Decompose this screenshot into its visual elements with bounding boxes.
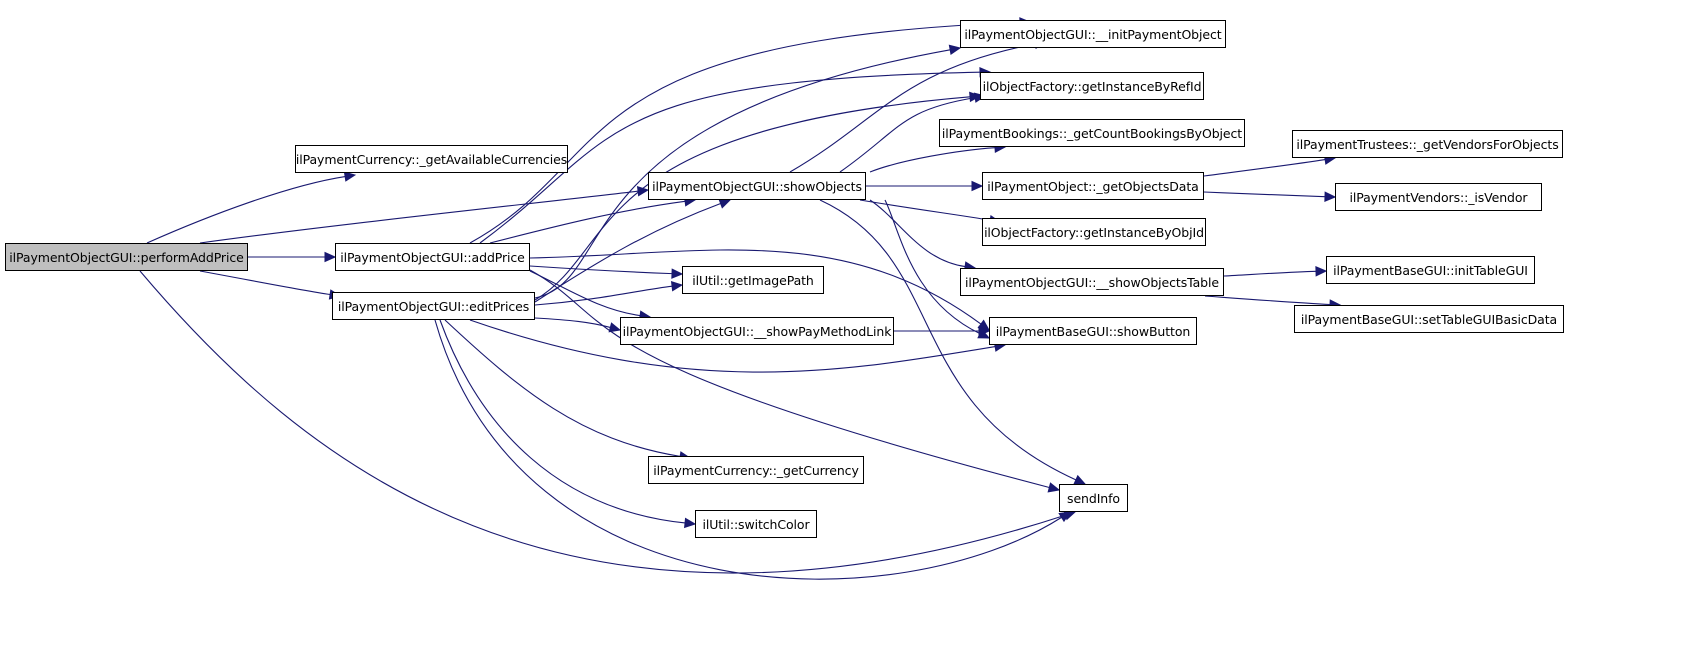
edge-performAddPrice-to-sendInfo [139, 270, 1066, 574]
node-send-info[interactable]: sendInfo [1059, 484, 1128, 512]
node-init-payment-object[interactable]: ilPaymentObjectGUI::__initPaymentObject [960, 20, 1226, 48]
node-perform-add-price: ilPaymentObjectGUI::performAddPrice [5, 243, 248, 271]
arrowhead-icon [1073, 474, 1087, 485]
node-show-button[interactable]: ilPaymentBaseGUI::showButton [989, 317, 1197, 345]
edge-showObjects-to-sendInfo [819, 199, 1077, 481]
edge-performAddPrice-to-editPrices [199, 270, 331, 296]
node-show-objects[interactable]: ilPaymentObjectGUI::showObjects [648, 172, 866, 200]
edge-performAddPrice-to-getAvailableCurrencies [146, 175, 346, 244]
arrowhead-icon [671, 268, 684, 279]
edge-showObjects-to-getInstanceByRefId [839, 97, 976, 173]
edge-addPrice-to-getInstanceByRefId [479, 71, 981, 244]
node-get-instance-by-ref-id[interactable]: ilObjectFactory::getInstanceByRefId [980, 72, 1204, 100]
edge-editPrices-to-showPayMethodLink [534, 317, 611, 328]
arrowhead-icon [948, 44, 962, 56]
edge-showObjectsTable-to-initTableGUI [1223, 270, 1317, 277]
node-get-count-bookings-by-object[interactable]: ilPaymentBookings::_getCountBookingsByOb… [939, 119, 1245, 147]
edge-addPrice-to-initPaymentObject [469, 21, 1021, 244]
node-show-pay-method-link[interactable]: ilPaymentObjectGUI::__showPayMethodLink [620, 317, 894, 345]
arrowhead-icon [343, 171, 357, 182]
edge-showObjects-to-initPaymentObject [789, 43, 1036, 173]
edge-showObjects-to-getCountBookingsByObject [869, 147, 996, 173]
edge-editPrices-to-getCurrency [444, 319, 681, 457]
arrowhead-icon [1324, 191, 1337, 202]
arrowhead-icon [718, 198, 732, 209]
node-get-image-path[interactable]: ilUtil::getImagePath [682, 266, 824, 294]
node-is-vendor[interactable]: ilPaymentVendors::_isVendor [1335, 183, 1542, 211]
arrowhead-icon [670, 281, 684, 292]
edge-addPrice-to-showButton [529, 249, 982, 325]
node-show-objects-table[interactable]: ilPaymentObjectGUI::__showObjectsTable [960, 268, 1224, 296]
node-set-table-gui-basic-data[interactable]: ilPaymentBaseGUI::setTableGUIBasicData [1294, 305, 1564, 333]
edge-performAddPrice-to-showObjects [199, 190, 639, 244]
edge-editPrices-to-sendInfo [434, 319, 1062, 580]
edge-editPrices-to-switchColor [439, 319, 686, 524]
arrowhead-icon [971, 180, 984, 192]
edge-getObjectsData-to-isVendor [1203, 191, 1326, 198]
arrowhead-icon [1047, 482, 1061, 493]
node-get-available-currencies[interactable]: ilPaymentCurrency::_getAvailableCurrenci… [295, 145, 568, 173]
edge-showObjects-to-getInstanceByObjId [859, 199, 991, 221]
node-edit-prices[interactable]: ilPaymentObjectGUI::editPrices [332, 292, 535, 320]
node-add-price[interactable]: ilPaymentObjectGUI::addPrice [335, 243, 530, 271]
edge-addPrice-to-getImagePath [529, 265, 673, 275]
edge-showObjectsTable-to-setTableGUIBasicData [1204, 295, 1331, 306]
node-get-vendors-for-objects[interactable]: ilPaymentTrustees::_getVendorsForObjects [1292, 130, 1563, 158]
arrowhead-icon [978, 325, 991, 337]
arrowhead-icon [324, 251, 337, 263]
arrowhead-icon [1315, 266, 1328, 277]
edge-getObjectsData-to-getVendorsForObjects [1203, 158, 1326, 177]
edge-showObjects-to-showObjectsTable [869, 199, 966, 268]
node-get-objects-data[interactable]: ilPaymentObject::_getObjectsData [982, 172, 1204, 200]
edge-editPrices-to-initPaymentObject [534, 49, 951, 299]
node-get-instance-by-obj-id[interactable]: ilObjectFactory::getInstanceByObjId [982, 218, 1206, 246]
edge-editPrices-to-showObjects [534, 202, 721, 303]
edge-showObjects-to-showButton [884, 199, 981, 335]
edge-editPrices-to-getInstanceByRefId [534, 96, 971, 301]
edge-addPrice-to-showObjects [489, 200, 686, 244]
arrowhead-icon [608, 322, 622, 333]
arrowhead-icon [1058, 511, 1072, 523]
edge-addPrice-to-sendInfo [529, 269, 1050, 489]
node-get-currency[interactable]: ilPaymentCurrency::_getCurrency [648, 456, 864, 484]
edge-editPrices-to-showButton [469, 319, 996, 373]
edge-editPrices-to-getImagePath [534, 285, 673, 306]
node-switch-color[interactable]: ilUtil::switchColor [695, 510, 817, 538]
node-init-table-gui[interactable]: ilPaymentBaseGUI::initTableGUI [1326, 256, 1535, 284]
arrowhead-icon [684, 517, 697, 529]
